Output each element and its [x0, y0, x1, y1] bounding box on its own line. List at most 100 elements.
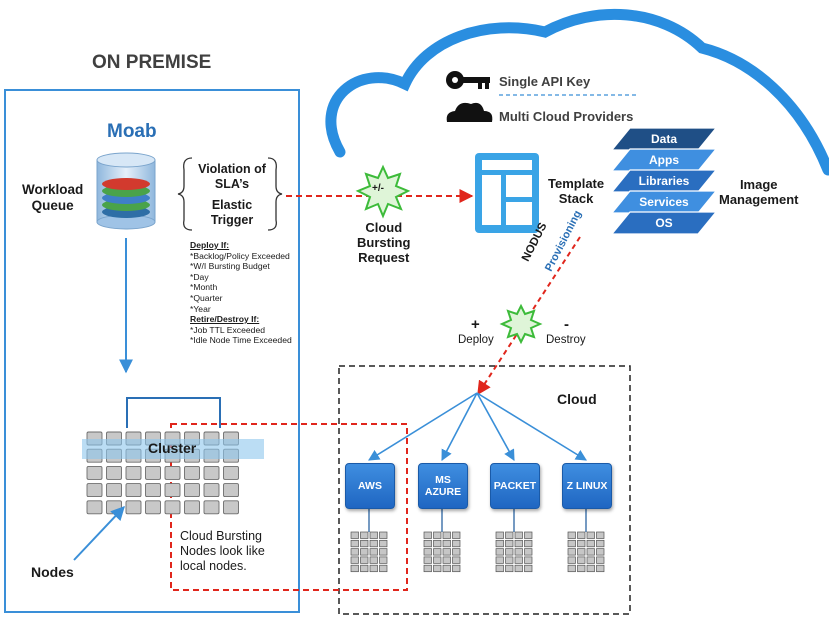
cluster-node: [184, 483, 200, 498]
provider-node-grids: [350, 508, 605, 573]
cluster-node: [145, 465, 161, 480]
cluster-node: [106, 465, 122, 480]
cloud-node: [567, 531, 576, 539]
cloud-node: [514, 548, 523, 556]
cloud-node: [596, 539, 605, 548]
template-stack-label: Template Stack: [548, 176, 604, 206]
bursting-region: [170, 423, 408, 591]
cloud-node: [423, 556, 432, 564]
nodes-arrow: [73, 505, 125, 561]
cloud-outline: [325, 8, 829, 176]
template-stack-line: Stack: [558, 191, 594, 206]
image-layer-label: Services: [639, 195, 689, 209]
cloud-node: [350, 556, 359, 564]
rules-list: Deploy If:*Backlog/Policy Exceeded*W/I B…: [190, 240, 292, 346]
cloud-node: [586, 548, 595, 556]
image-layer-label: OS: [655, 216, 673, 230]
provider-label: Z LINUX: [566, 480, 608, 492]
rule-item: *Idle Node Time Exceeded: [190, 335, 292, 346]
nodes-label: Nodes: [31, 564, 74, 580]
on-premise-label: ON PREMISE: [92, 52, 212, 73]
cloud-node: [505, 539, 514, 548]
cloud-node: [350, 539, 359, 548]
cloud-node: [379, 556, 388, 564]
cloud-node: [369, 539, 378, 548]
image-stack: [610, 127, 718, 235]
cloud-region: [338, 365, 631, 615]
cloud-node: [433, 556, 442, 564]
cluster-node: [203, 465, 220, 480]
cloud-node: [596, 548, 605, 556]
cloud-node: [514, 564, 523, 573]
provider-label: AWS: [358, 480, 382, 492]
cloud-node: [596, 564, 605, 573]
provider-arrow: [441, 392, 478, 461]
burst-symbol: +/-: [372, 183, 384, 194]
cloud-node: [524, 564, 533, 573]
cloud-node: [577, 556, 586, 564]
cluster-node: [223, 465, 239, 480]
cbr-line: Cloud: [365, 220, 403, 235]
rule-heading: Deploy If:: [190, 240, 230, 250]
cloud-node: [567, 564, 576, 573]
cloud-node: [423, 539, 432, 548]
cluster-node: [164, 500, 181, 515]
cloud-node: [586, 531, 595, 539]
cloud-node: [495, 539, 504, 548]
cbr-line: Request: [358, 250, 410, 265]
violation-label: Violation of SLA’s: [198, 162, 266, 191]
cloud-node: [442, 531, 451, 539]
cloud-node: [452, 539, 461, 548]
right-brace: [267, 157, 283, 231]
provider-aws: AWS: [345, 463, 395, 509]
note-line: local nodes.: [180, 559, 247, 573]
cloud-node: [567, 556, 576, 564]
cluster-node: [145, 500, 161, 515]
elastic-trigger-label: Elastic Trigger: [210, 198, 254, 227]
deploy-label: Deploy: [458, 334, 494, 346]
cloud-node: [369, 531, 378, 539]
workload-queue-icon: [96, 152, 156, 230]
cloud-node: [379, 531, 388, 539]
cloud-node: [596, 531, 605, 539]
cloud-node: [433, 539, 442, 548]
cbr-line: Bursting: [357, 235, 411, 250]
provider-arrow: [368, 392, 478, 461]
cloud-label: Cloud: [557, 391, 597, 407]
cluster-node: [125, 483, 142, 498]
cloud-node: [505, 531, 514, 539]
cloud-node: [360, 556, 369, 564]
multi-cloud-label: Multi Cloud Providers: [499, 109, 634, 124]
burst-icon: [355, 164, 411, 219]
cloud-node: [524, 548, 533, 556]
cloud-node: [379, 539, 388, 548]
cluster-node: [203, 483, 220, 498]
cloud-node: [423, 531, 432, 539]
cloud-node: [379, 564, 388, 573]
cloud-node: [360, 531, 369, 539]
on-premise-box: [4, 89, 300, 613]
rule-item: *Quarter: [190, 292, 223, 303]
cluster-node: [125, 500, 142, 515]
cloud-node: [596, 556, 605, 564]
cloud-node: [442, 539, 451, 548]
cluster-node: [164, 483, 181, 498]
cloud-node: [524, 556, 533, 564]
cloud-node: [505, 556, 514, 564]
cloud-node: [586, 564, 595, 573]
cluster-node: [223, 500, 239, 515]
left-brace: [177, 157, 193, 231]
cloud-node: [567, 539, 576, 548]
cloud-node: [350, 548, 359, 556]
cluster-node: [223, 483, 239, 498]
provider-arrow: [476, 392, 587, 461]
provider-arrow: [476, 392, 515, 461]
provider-ms-azure: MS AZURE: [418, 463, 468, 509]
provider-z-linux: Z LINUX: [562, 463, 612, 509]
image-management-label: Image Management: [719, 177, 798, 207]
rule-item: *Day: [190, 271, 209, 282]
rule-heading: Retire/Destroy If:: [190, 314, 260, 325]
rule-item: *Job TTL Exceeded: [190, 324, 266, 335]
